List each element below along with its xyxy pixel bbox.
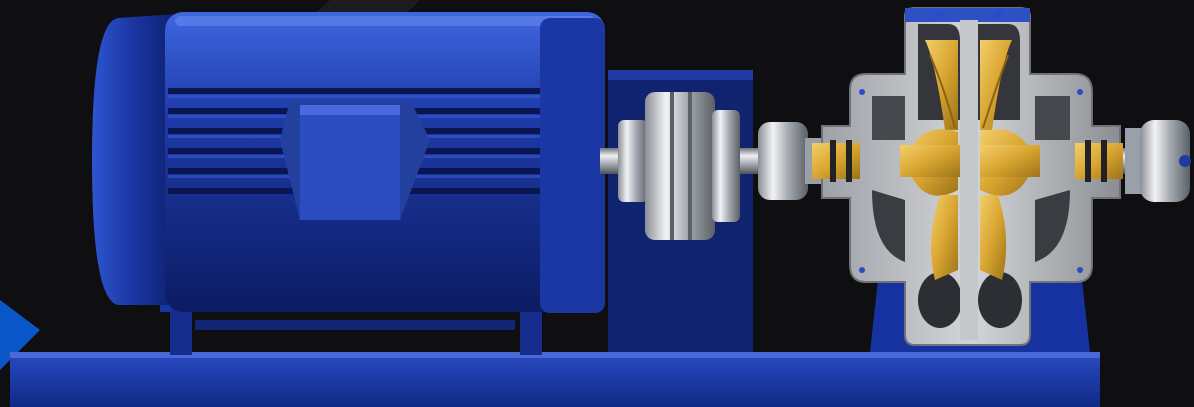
base-frame <box>10 352 1100 407</box>
casing-bolts <box>859 10 1083 273</box>
split-case-pump-casing <box>821 7 1121 352</box>
motor-terminal-box <box>280 100 430 220</box>
shaft-seals <box>812 140 1123 182</box>
electric-motor <box>92 12 605 355</box>
motor-front-flange <box>540 18 605 313</box>
motor-rear-end-cap <box>92 14 178 305</box>
right-bearing-housing <box>1125 120 1191 202</box>
shaft-coupling <box>618 92 740 240</box>
